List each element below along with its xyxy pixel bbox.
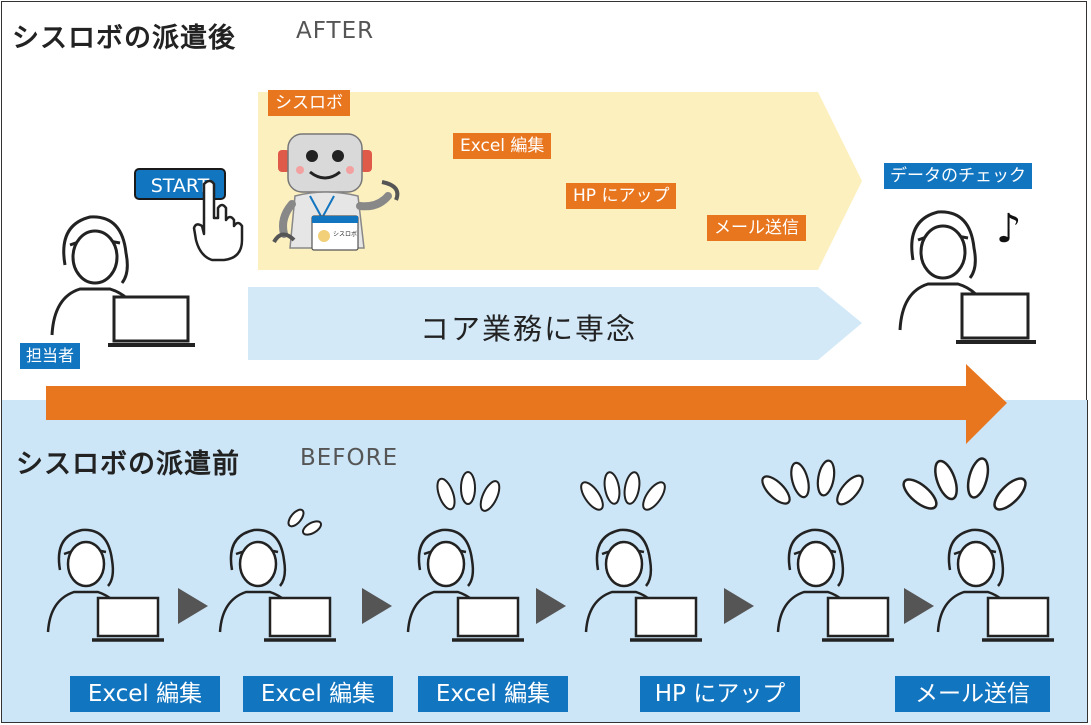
task-excel-edit: Excel 編集 (453, 133, 552, 159)
before-title: シスロボの派遣前 (16, 449, 240, 480)
person-after-left (50, 215, 195, 347)
after-subtitle: AFTER (296, 18, 375, 44)
before-people-row (46, 455, 1056, 642)
person-label: 担当者 (20, 343, 81, 369)
before-task-1: Excel 編集 (70, 676, 220, 712)
before-subtitle: BEFORE (300, 445, 399, 471)
before-task-3: Excel 編集 (418, 676, 568, 712)
before-task-5: メール送信 (895, 676, 1050, 712)
core-work-text: コア業務に専念 (420, 312, 638, 346)
task-hp-upload: HP にアップ (566, 183, 677, 209)
person-after-right (898, 210, 1036, 344)
music-note-icon: ♪ (996, 206, 1022, 252)
robot-label: シスロボ (268, 90, 350, 116)
before-task-4: HP にアップ (640, 676, 800, 712)
after-title: シスロボの派遣後 (12, 23, 236, 54)
data-check-label: データのチェック (884, 163, 1032, 189)
robot-illustration (272, 133, 400, 251)
before-task-2: Excel 編集 (243, 676, 393, 712)
robot-badge-text: シスロボ (333, 231, 358, 238)
pointing-hand-icon (192, 179, 244, 262)
core-work-arrow (248, 287, 862, 360)
before-panel (1, 400, 1088, 723)
timeline-arrow (46, 364, 1007, 444)
task-send-mail: メール送信 (707, 215, 806, 241)
